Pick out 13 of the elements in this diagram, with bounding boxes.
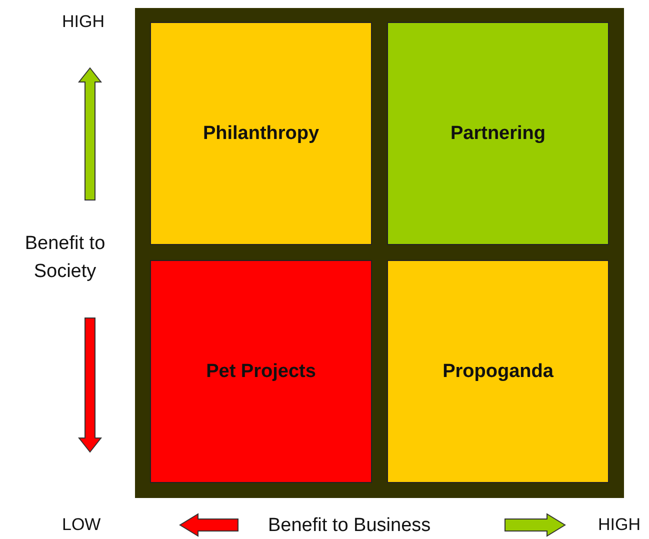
quadrant-box [387, 260, 609, 483]
axis-level-label: LOW [62, 515, 101, 535]
quadrant-label: Philanthropy [202, 122, 320, 144]
axis-level-label: HIGH [598, 515, 640, 535]
quadrant-label: Propoganda [442, 360, 554, 382]
axis-level-label: HIGH [62, 12, 104, 32]
quadrant-box [150, 22, 372, 245]
quadrant-label: Partnering [450, 122, 546, 144]
axis-title: Benefit to Society [24, 232, 106, 284]
quadrant-box [387, 22, 609, 245]
quadrant-label: Pet Projects [206, 360, 316, 382]
quadrant-box [150, 260, 372, 483]
axis-title: Benefit to Business [268, 515, 431, 537]
